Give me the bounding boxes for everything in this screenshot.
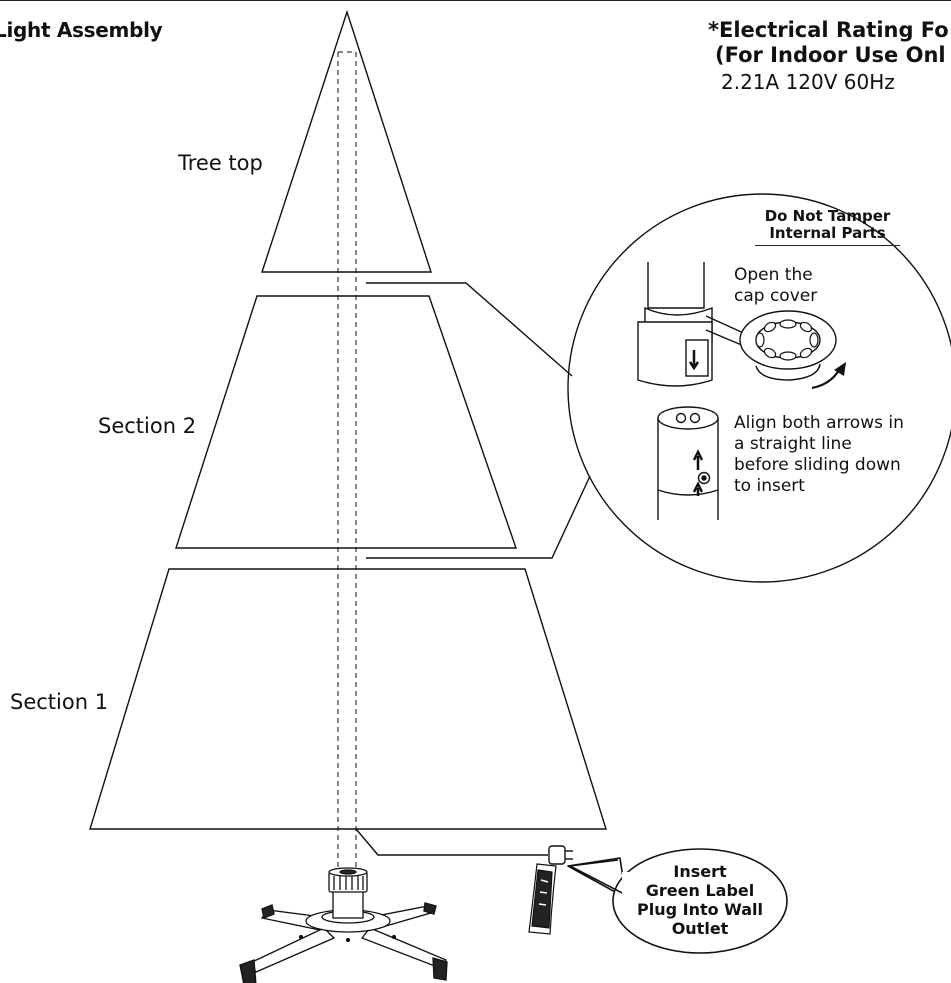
tree-top-label: Tree top <box>178 151 263 175</box>
plug-callout-text: Insert Green Label Plug Into Wall Outlet <box>615 862 785 938</box>
electrical-rating-heading: *Electrical Rating Fo (For Indoor Use On… <box>708 18 949 68</box>
align-arrows-instruction: Align both arrows in a straight line bef… <box>734 413 904 496</box>
section-2-label: Section 2 <box>98 414 197 438</box>
plug-icon <box>548 845 573 865</box>
open-cap-instruction: Open the cap cover <box>734 265 818 306</box>
plug-callout-line3: Plug Into Wall <box>636 900 764 919</box>
diagram-title: Light Assembly <box>0 18 163 42</box>
cap-cover-icon <box>705 310 837 381</box>
pole-top-detail <box>637 262 713 387</box>
tree-stand <box>239 867 448 983</box>
center-pole <box>337 51 357 870</box>
rating-heading-line1: *Electrical Rating Fo <box>708 18 949 42</box>
pole-bottom-detail <box>657 406 719 520</box>
callout-bubble <box>567 848 788 954</box>
top-rule <box>0 0 951 1</box>
plug-callout-line2: Green Label <box>645 881 755 900</box>
section-2-shape <box>175 295 517 549</box>
tamper-warning: Do Not Tamper Internal Parts <box>755 208 900 246</box>
warning-line2: Internal Parts <box>769 224 886 242</box>
warning-line1: Do Not Tamper <box>764 207 891 225</box>
green-label-tag-icon <box>528 863 557 935</box>
plug-callout-line1: Insert <box>673 862 727 881</box>
section-1-label: Section 1 <box>10 690 109 714</box>
power-cord <box>355 828 548 856</box>
electrical-rating-value: 2.21A 120V 60Hz <box>721 70 895 94</box>
section-1-shape <box>89 568 607 830</box>
plug-callout-line4: Outlet <box>671 919 729 938</box>
rating-heading-line2: (For Indoor Use Onl <box>715 43 946 67</box>
tree-top-shape <box>261 9 432 273</box>
